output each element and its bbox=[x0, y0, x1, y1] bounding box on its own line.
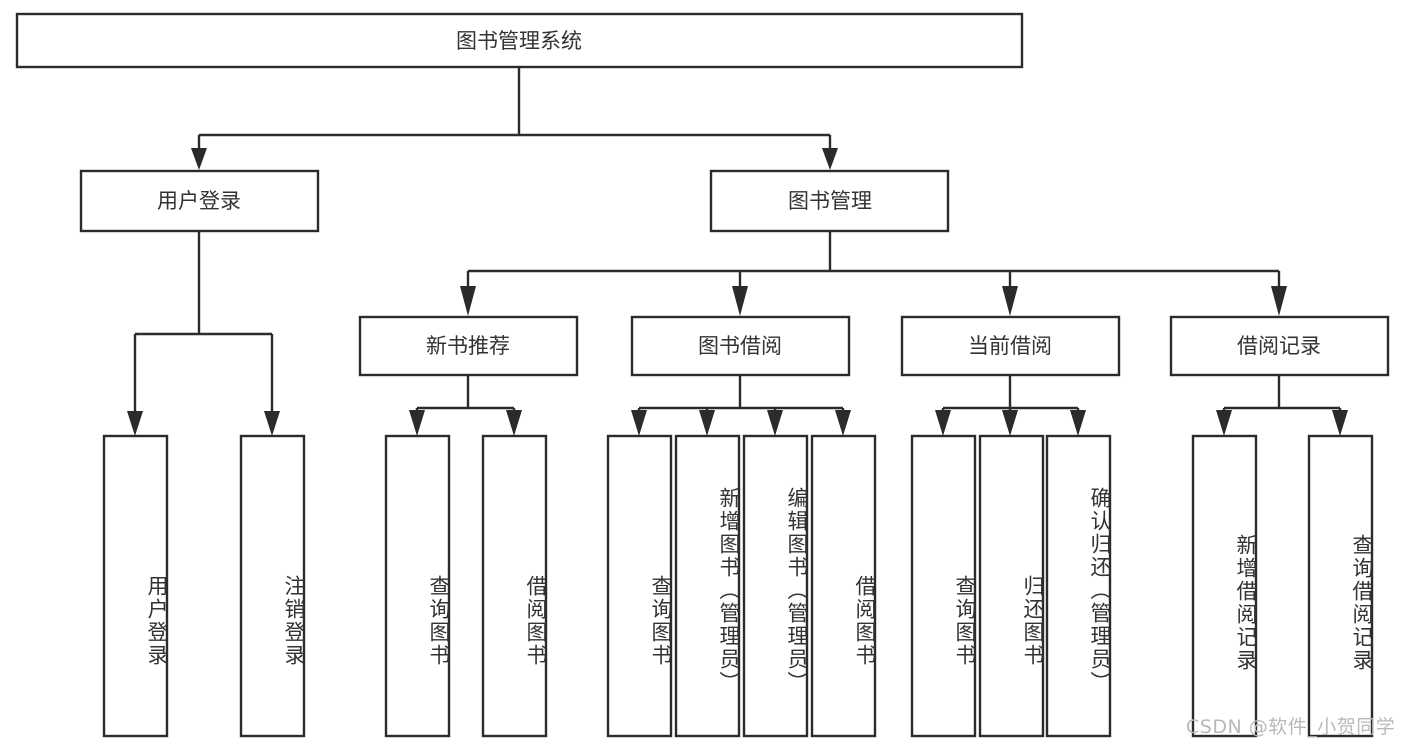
connector-group-borrow-record bbox=[1216, 375, 1348, 436]
node-leaf-return-book[interactable] bbox=[978, 434, 1045, 738]
node-leaf-logout[interactable] bbox=[239, 434, 306, 738]
connector-group-new-book-rec bbox=[409, 375, 522, 436]
node-leaf-query-record[interactable] bbox=[1307, 434, 1374, 738]
node-borrow-record[interactable]: 借阅记录 bbox=[1169, 315, 1390, 377]
arrow-head-leaf-borrow-book-1 bbox=[506, 410, 522, 436]
node-leaf-logout-box[interactable] bbox=[239, 434, 306, 738]
node-current-borrow-box[interactable] bbox=[900, 315, 1121, 377]
node-leaf-query-book-2[interactable] bbox=[606, 434, 673, 738]
node-leaf-borrow-book-2[interactable] bbox=[810, 434, 877, 738]
arrow-head-borrow-record bbox=[1271, 286, 1287, 316]
node-book-borrow-label: 图书借阅 bbox=[698, 334, 782, 358]
node-new-book-rec[interactable]: 新书推荐 bbox=[358, 315, 579, 377]
node-book-manage[interactable]: 图书管理 bbox=[709, 169, 950, 233]
node-book-borrow-box[interactable] bbox=[630, 315, 851, 377]
node-leaf-borrow-book-2-box[interactable] bbox=[810, 434, 877, 738]
connector-group-user-login bbox=[127, 231, 280, 436]
node-leaf-edit-book-box[interactable] bbox=[742, 434, 809, 738]
connector-group-book-borrow bbox=[631, 375, 851, 436]
node-leaf-confirm-return[interactable] bbox=[1045, 434, 1112, 738]
arrow-head-leaf-logout bbox=[264, 411, 280, 436]
node-leaf-borrow-book-1-box[interactable] bbox=[481, 434, 548, 738]
arrow-head-new-book-rec bbox=[460, 286, 476, 316]
node-current-borrow-label: 当前借阅 bbox=[968, 334, 1052, 358]
node-root-label: 图书管理系统 bbox=[456, 29, 582, 53]
node-leaf-user-login[interactable] bbox=[102, 434, 169, 738]
node-borrow-record-box[interactable] bbox=[1169, 315, 1390, 377]
node-leaf-query-book-1-box[interactable] bbox=[384, 434, 451, 738]
arrow-head-user-login bbox=[191, 148, 207, 170]
node-leaf-add-book-box[interactable] bbox=[674, 434, 741, 738]
node-leaf-query-record-box[interactable] bbox=[1307, 434, 1374, 738]
node-current-borrow[interactable]: 当前借阅 bbox=[900, 315, 1121, 377]
node-leaf-query-book-3-box[interactable] bbox=[910, 434, 977, 738]
arrow-head-current-borrow bbox=[1002, 286, 1018, 316]
node-borrow-record-label: 借阅记录 bbox=[1237, 334, 1321, 358]
node-new-book-rec-box[interactable] bbox=[358, 315, 579, 377]
node-leaf-edit-book[interactable] bbox=[742, 434, 809, 738]
node-leaf-add-record[interactable] bbox=[1191, 434, 1258, 738]
node-leaf-add-book[interactable] bbox=[674, 434, 741, 738]
arrow-head-leaf-user-login bbox=[127, 411, 143, 436]
arrow-head-leaf-query-book-1 bbox=[409, 410, 425, 436]
node-leaf-query-book-1[interactable] bbox=[384, 434, 451, 738]
node-leaf-borrow-book-1[interactable] bbox=[481, 434, 548, 738]
node-leaf-user-login-box[interactable] bbox=[102, 434, 169, 738]
node-root[interactable]: 图书管理系统 bbox=[15, 12, 1024, 69]
arrow-head-leaf-query-record bbox=[1332, 410, 1348, 436]
node-user-login-box[interactable] bbox=[79, 169, 320, 233]
node-root-box[interactable] bbox=[15, 12, 1024, 69]
connector-group-current-borrow bbox=[935, 375, 1086, 436]
node-book-borrow[interactable]: 图书借阅 bbox=[630, 315, 851, 377]
node-book-manage-label: 图书管理 bbox=[788, 189, 872, 213]
arrow-head-leaf-query-book-2 bbox=[631, 410, 647, 436]
arrow-head-leaf-return-book bbox=[1002, 410, 1018, 436]
arrow-head-leaf-add-book bbox=[699, 410, 715, 436]
arrow-head-leaf-borrow-book-2 bbox=[835, 410, 851, 436]
node-leaf-confirm-return-box[interactable] bbox=[1045, 434, 1112, 738]
node-new-book-rec-label: 新书推荐 bbox=[426, 334, 510, 358]
arrow-head-leaf-query-book-3 bbox=[935, 410, 951, 436]
arrow-head-leaf-confirm-return bbox=[1070, 410, 1086, 436]
node-user-login[interactable]: 用户登录 bbox=[79, 169, 320, 233]
node-leaf-return-book-box[interactable] bbox=[978, 434, 1045, 738]
node-leaf-query-book-3[interactable] bbox=[910, 434, 977, 738]
arrow-head-book-manage bbox=[822, 148, 838, 170]
connector-group-root bbox=[191, 67, 838, 170]
arrow-head-leaf-add-record bbox=[1216, 410, 1232, 436]
node-user-login-label: 用户登录 bbox=[157, 189, 241, 213]
arrow-head-book-borrow bbox=[732, 286, 748, 316]
node-leaf-add-record-box[interactable] bbox=[1191, 434, 1258, 738]
node-book-manage-box[interactable] bbox=[709, 169, 950, 233]
connector-group-book-manage bbox=[460, 231, 1287, 316]
arrow-head-leaf-edit-book bbox=[767, 410, 783, 436]
csdn-watermark: CSDN @软件_小贺同学 bbox=[1186, 716, 1396, 738]
node-leaf-query-book-2-box[interactable] bbox=[606, 434, 673, 738]
